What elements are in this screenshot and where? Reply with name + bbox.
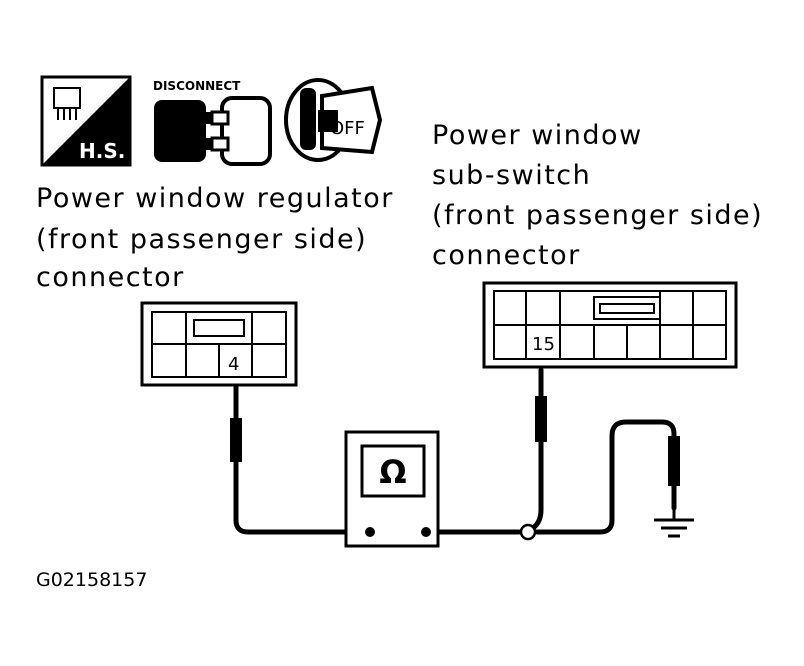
ohm-symbol: Ω (379, 453, 406, 491)
svg-text:connector: connector (432, 240, 581, 271)
svg-text:(front passenger side): (front passenger side) (432, 200, 763, 231)
key-off-label: OFF (330, 118, 365, 139)
subswitch-pin-number: 15 (532, 334, 555, 355)
meter-terminal-positive (421, 527, 431, 537)
right-probe-grip (535, 396, 547, 442)
disconnect-label: DISCONNECT (153, 79, 241, 93)
hs-icon: H.S. (40, 75, 132, 167)
subswitch-connector-label: Power window sub-switch (front passenger… (432, 120, 763, 271)
junction-point (519, 523, 537, 541)
ground-probe-grip (668, 436, 680, 486)
svg-text:connector: connector (36, 262, 185, 293)
ground-symbol (654, 508, 694, 538)
ignition-key-off-icon: OFF (284, 78, 383, 162)
regulator-connector: 4 (140, 301, 298, 387)
regulator-connector-label: Power window regulator (front passenger … (36, 183, 394, 293)
wiring (233, 367, 677, 535)
subswitch-connector: 15 (482, 281, 738, 369)
svg-text:Power window: Power window (432, 120, 643, 151)
meter-terminal-negative (365, 527, 375, 537)
hs-label: H.S. (79, 139, 125, 163)
figure-id: G02158157 (36, 569, 147, 591)
svg-text:(front passenger side): (front passenger side) (36, 224, 367, 255)
left-probe-grip (230, 418, 242, 462)
ohmmeter: Ω (344, 430, 440, 548)
svg-text:Power window regulator: Power window regulator (36, 183, 394, 214)
regulator-pin-number: 4 (228, 354, 239, 375)
disconnect-icon: DISCONNECT (153, 79, 272, 166)
svg-text:sub-switch: sub-switch (432, 160, 591, 191)
